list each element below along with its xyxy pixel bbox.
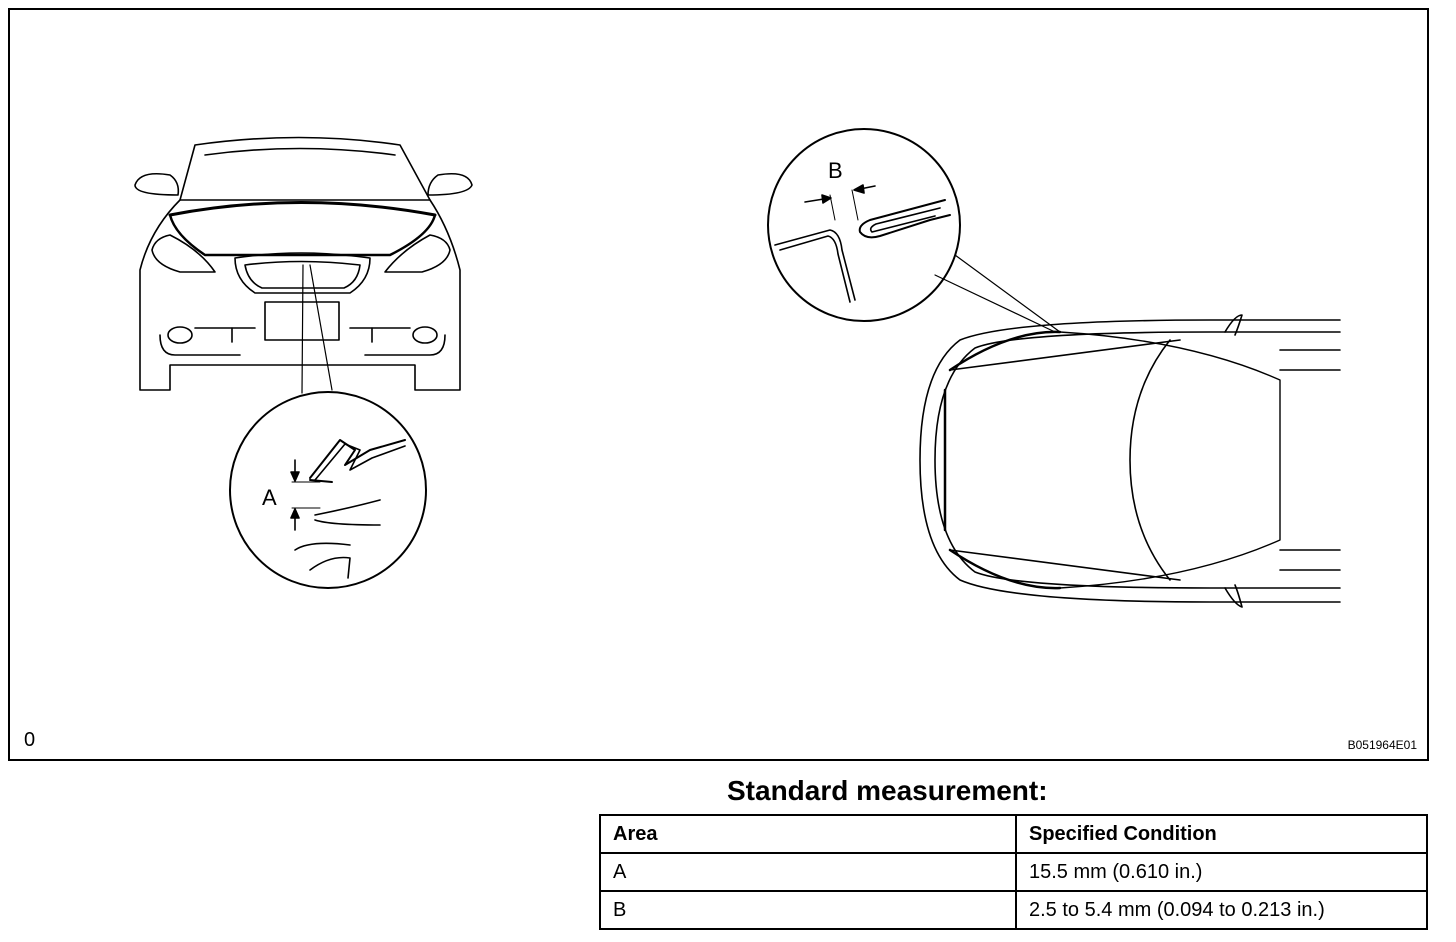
- detail-circle-b: B: [767, 128, 961, 322]
- figure-id: B051964E01: [1347, 738, 1417, 752]
- spec-table: Area Specified Condition A 15.5 mm (0.61…: [599, 814, 1428, 930]
- row-area: B: [599, 890, 1017, 930]
- standard-measurement-title: Standard measurement:: [727, 775, 1048, 806]
- table-header-row: Area Specified Condition: [599, 814, 1428, 854]
- column-header-condition: Specified Condition: [1015, 814, 1428, 854]
- detail-circle-a: A: [229, 391, 427, 589]
- corner-mark: 0: [24, 729, 36, 751]
- line-art: A: [134, 128, 1341, 608]
- callout-b-label: B: [828, 158, 843, 183]
- car-front-view: [134, 136, 473, 394]
- callout-a-label: A: [262, 485, 277, 510]
- column-header-area: Area: [599, 814, 1017, 854]
- row-area: A: [599, 852, 1017, 892]
- figure-frame: A: [8, 8, 1429, 761]
- table-row: A 15.5 mm (0.610 in.): [599, 852, 1428, 892]
- row-condition: 2.5 to 5.4 mm (0.094 to 0.213 in.): [1015, 890, 1428, 930]
- table-row: B 2.5 to 5.4 mm (0.094 to 0.213 in.): [599, 890, 1428, 930]
- car-top-view: [919, 254, 1341, 608]
- row-condition: 15.5 mm (0.610 in.): [1015, 852, 1428, 892]
